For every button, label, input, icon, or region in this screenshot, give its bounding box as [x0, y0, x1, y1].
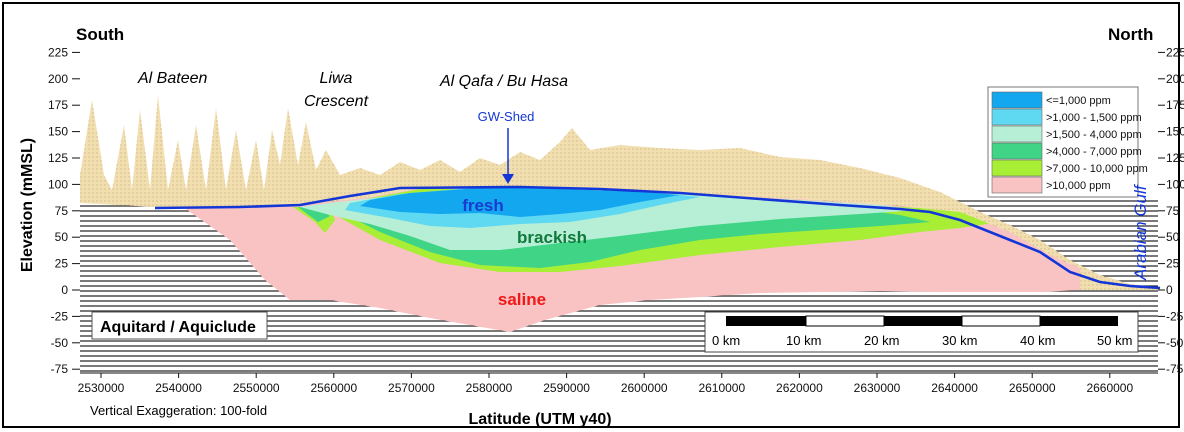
legend-label: >1,000 - 1,500 ppm — [1046, 112, 1142, 124]
elevation-tick-left: 200 — [48, 72, 68, 86]
legend-label: <=1,000 ppm — [1046, 95, 1111, 107]
water-table-line — [154, 185, 1161, 290]
elevation-tick-right: -75 — [1166, 362, 1184, 376]
elevation-ticks-left: 225 200 175 150 125 100 75 50 25 0 -25 -50 -75 — [48, 45, 80, 376]
elevation-tick-right: 200 — [1166, 72, 1184, 86]
elevation-tick-right: -25 — [1166, 309, 1184, 323]
legend: <=1,000 ppm >1,000 - 1,500 ppm >1,500 - 4,… — [987, 86, 1148, 198]
legend-swatch — [991, 176, 1043, 194]
scale-50km: 50 km — [1097, 333, 1132, 348]
arabian-gulf-label: Arabian Gulf — [1131, 183, 1150, 281]
elevation-tick-right: 50 — [1166, 230, 1180, 244]
saline-zone-label: saline — [498, 290, 546, 309]
legend-swatch — [991, 108, 1043, 126]
aquitard-label-box: Aquitard / Aquiclude — [91, 311, 268, 340]
latitude-tick-label: 2620000 — [776, 381, 823, 395]
scale-20km: 20 km — [864, 333, 899, 348]
elevation-tick-left: 150 — [48, 125, 68, 139]
elevation-tick-left: -25 — [51, 309, 69, 323]
latitude-tick-label: 2570000 — [388, 381, 435, 395]
scale-10km: 10 km — [786, 333, 821, 348]
legend-swatch — [991, 142, 1043, 160]
al-qafa-label: Al Qafa / Bu Hasa — [439, 73, 568, 90]
latitude-tick-label: 2550000 — [233, 381, 280, 395]
elevation-tick-left: 100 — [48, 177, 68, 191]
latitude-tick-label: 2590000 — [543, 381, 590, 395]
elevation-tick-right: 25 — [1166, 257, 1180, 271]
latitude-tick-label: 2530000 — [78, 381, 125, 395]
elevation-tick-right: 125 — [1166, 151, 1184, 165]
fresh-zone-label: fresh — [462, 196, 504, 215]
vertical-exaggeration-note: Vertical Exaggeration: 100-fold — [90, 403, 267, 418]
liwa-label: Liwa — [320, 70, 353, 87]
legend-label: >4,000 - 7,000 ppm — [1046, 146, 1142, 158]
elevation-tick-left: 175 — [48, 98, 68, 112]
latitude-tick-label: 2610000 — [698, 381, 745, 395]
elevation-tick-left: 0 — [61, 283, 68, 297]
scale-bar: 0 km 10 km 20 km 30 km 40 km 50 km — [704, 311, 1139, 353]
gw-shed-arrow — [502, 128, 514, 184]
elevation-tick-left: -75 — [51, 362, 69, 376]
legend-swatch — [991, 91, 1043, 109]
elevation-tick-right: 175 — [1166, 98, 1184, 112]
legend-label: >7,000 - 10,000 ppm — [1046, 163, 1148, 175]
al-bateen-label: Al Bateen — [137, 70, 207, 87]
aquitard-label: Aquitard / Aquiclude — [100, 319, 256, 336]
elevation-tick-left: 50 — [55, 230, 69, 244]
latitude-tick-label: 2630000 — [854, 381, 901, 395]
latitude-tick-label: 2660000 — [1086, 381, 1133, 395]
elevation-tick-left: 75 — [55, 204, 69, 218]
south-label: South — [76, 25, 124, 44]
scale-0km: 0 km — [712, 333, 740, 348]
elevation-tick-right: 75 — [1166, 204, 1180, 218]
sand-dune-surface — [80, 95, 1160, 290]
latitude-tick-label: 2650000 — [1009, 381, 1056, 395]
elevation-tick-right: -50 — [1166, 336, 1184, 350]
elevation-tick-right: 225 — [1166, 45, 1184, 59]
brackish-zone-label: brackish — [517, 228, 587, 247]
latitude-tick-label: 2640000 — [931, 381, 978, 395]
elevation-tick-right: 100 — [1166, 177, 1184, 191]
elevation-axis-label: Elevation (mMSL) — [19, 138, 36, 272]
elevation-tick-left: 225 — [48, 45, 68, 59]
elevation-tick-left: -50 — [51, 336, 69, 350]
legend-swatch — [991, 125, 1043, 143]
aquifer-zones — [155, 188, 1080, 332]
crescent-label: Crescent — [304, 93, 369, 110]
legend-label: >1,500 - 4,000 ppm — [1046, 129, 1142, 141]
elevation-tick-left: 25 — [55, 257, 69, 271]
legend-label: >10,000 ppm — [1046, 180, 1111, 192]
elevation-tick-right: 150 — [1166, 125, 1184, 139]
zone-under-1000 — [360, 188, 680, 217]
elevation-tick-left: 125 — [48, 151, 68, 165]
latitude-tick-label: 2540000 — [155, 381, 202, 395]
latitude-axis-label: Latitude (UTM y40) — [468, 411, 611, 428]
elevation-ticks-right: 225 200 175 150 125 100 75 50 25 0 -25 -50 -75 — [1158, 45, 1184, 376]
latitude-ticks: 2530000 2540000 2550000 2560000 2570000 25800… — [78, 372, 1158, 395]
latitude-tick-label: 2560000 — [310, 381, 357, 395]
legend-swatch — [991, 159, 1043, 177]
elevation-tick-right: 0 — [1166, 283, 1173, 297]
north-label: North — [1108, 25, 1153, 44]
latitude-tick-label: 2580000 — [466, 381, 513, 395]
latitude-tick-label: 2600000 — [621, 381, 668, 395]
scale-30km: 30 km — [942, 333, 977, 348]
gw-shed-label: GW-Shed — [478, 109, 535, 124]
scale-40km: 40 km — [1020, 333, 1055, 348]
